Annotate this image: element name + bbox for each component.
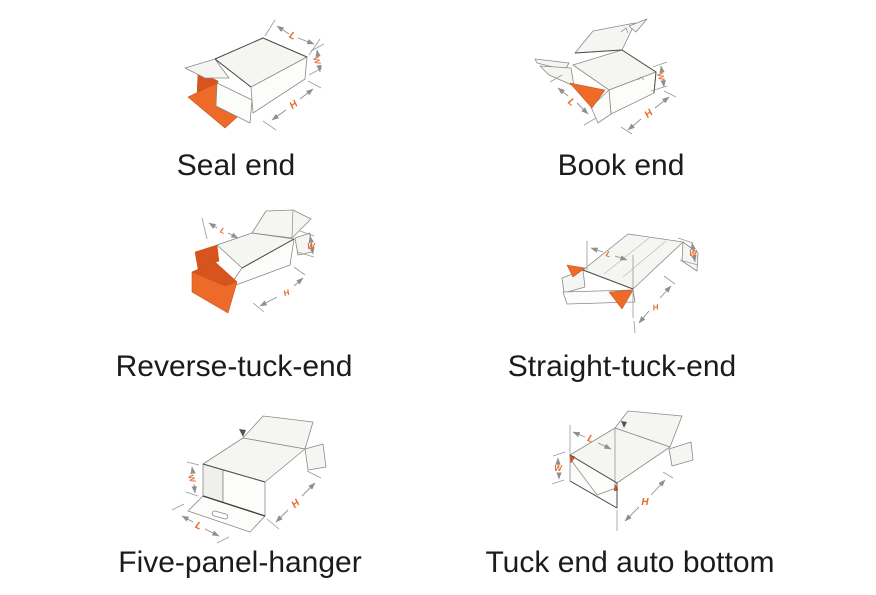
right-end-flap — [304, 443, 327, 471]
box-illustration — [534, 18, 657, 124]
lid-flap — [574, 22, 636, 54]
seal-panel — [215, 82, 253, 124]
dimension-l: L — [572, 431, 612, 450]
caption-reverse-tuck-end: Reverse-tuck-end — [115, 350, 353, 383]
tuck-flap-left — [566, 264, 586, 278]
dimension-w: W — [677, 237, 698, 266]
dim-label-w: W — [186, 473, 198, 485]
dimension-l: L — [590, 247, 628, 261]
caption-book-end: Book end — [557, 149, 685, 182]
dimension-h: H — [638, 275, 676, 324]
caption-five-panel-hanger: Five-panel-hanger — [118, 546, 362, 579]
dim-label-l: L — [287, 30, 297, 43]
dimension-w: W — [296, 230, 316, 258]
figure-reverse-tuck-end: L W H — [180, 205, 340, 325]
dimension-h: H — [624, 471, 674, 522]
lid-tuck-tab — [628, 18, 648, 33]
dim-label-w: W — [655, 71, 667, 83]
dimension-l: L — [264, 19, 321, 56]
figure-tuck-end-auto-bottom: L W H — [545, 400, 725, 550]
box-illustration — [187, 415, 327, 533]
right-end-flap — [668, 441, 694, 467]
opening-flap — [569, 82, 606, 109]
dimension-w: W — [308, 43, 325, 76]
rear-flap — [251, 209, 312, 239]
dim-label-w: W — [307, 242, 316, 251]
box-illustration — [569, 410, 694, 531]
tuck-flap-bend — [191, 261, 238, 287]
dimension-w: W — [650, 61, 668, 92]
dimension-l: L — [171, 503, 230, 544]
top-wing-flap — [184, 58, 230, 79]
dim-label-l: L — [219, 226, 227, 236]
straight-tuck-end-diagram: L W H — [561, 233, 699, 334]
dim-label-h: H — [643, 107, 656, 121]
dim-label-h: H — [652, 302, 660, 312]
dim-label-l: L — [565, 96, 577, 108]
caption-straight-tuck-end: Straight-tuck-end — [507, 350, 737, 383]
box-illustration — [561, 233, 699, 334]
box-illustration — [184, 37, 308, 129]
dim-label-h: H — [288, 98, 301, 112]
book-end-diagram: L W H — [534, 18, 677, 135]
box-illustration — [191, 209, 313, 314]
insert-arrow-icon — [239, 429, 246, 437]
dimension-h: H — [252, 266, 306, 313]
side-wing-flap-2 — [539, 65, 575, 87]
front-face — [250, 56, 308, 114]
insert-arrow-icon — [621, 421, 627, 428]
dim-label-l: L — [605, 249, 613, 259]
dim-label-l: L — [586, 433, 596, 445]
figure-book-end: L W H — [525, 10, 725, 150]
figure-straight-tuck-end: L W H — [545, 215, 715, 345]
dimension-w: W — [551, 451, 566, 485]
caption-tuck-end-auto-bottom: Tuck end auto bottom — [485, 546, 775, 579]
dim-label-h: H — [282, 288, 291, 299]
reverse-tuck-end-diagram: L W H — [191, 209, 316, 314]
dim-label-l: L — [193, 520, 203, 533]
figure-five-panel-hanger: W L H — [165, 400, 345, 545]
dimension-l: L — [201, 217, 239, 240]
hanger-slot — [211, 510, 229, 520]
dimension-l: L — [549, 74, 597, 126]
caption-seal-end: Seal end — [176, 149, 296, 182]
dim-label-w: W — [689, 249, 698, 258]
dim-label-w: W — [311, 55, 323, 67]
dim-label-h: H — [290, 497, 303, 511]
dim-label-w: W — [554, 464, 563, 473]
five-panel-hanger-diagram: W L H — [171, 415, 327, 544]
seal-end-diagram: L W H — [184, 19, 325, 131]
dimension-w: W — [185, 461, 200, 497]
tuck-end-auto-bottom-diagram: L W H — [551, 410, 694, 531]
dim-label-h: H — [641, 497, 649, 508]
dimension-h: H — [266, 470, 322, 530]
tuck-flap-center — [608, 289, 634, 310]
figure-seal-end: L W H — [165, 15, 415, 150]
